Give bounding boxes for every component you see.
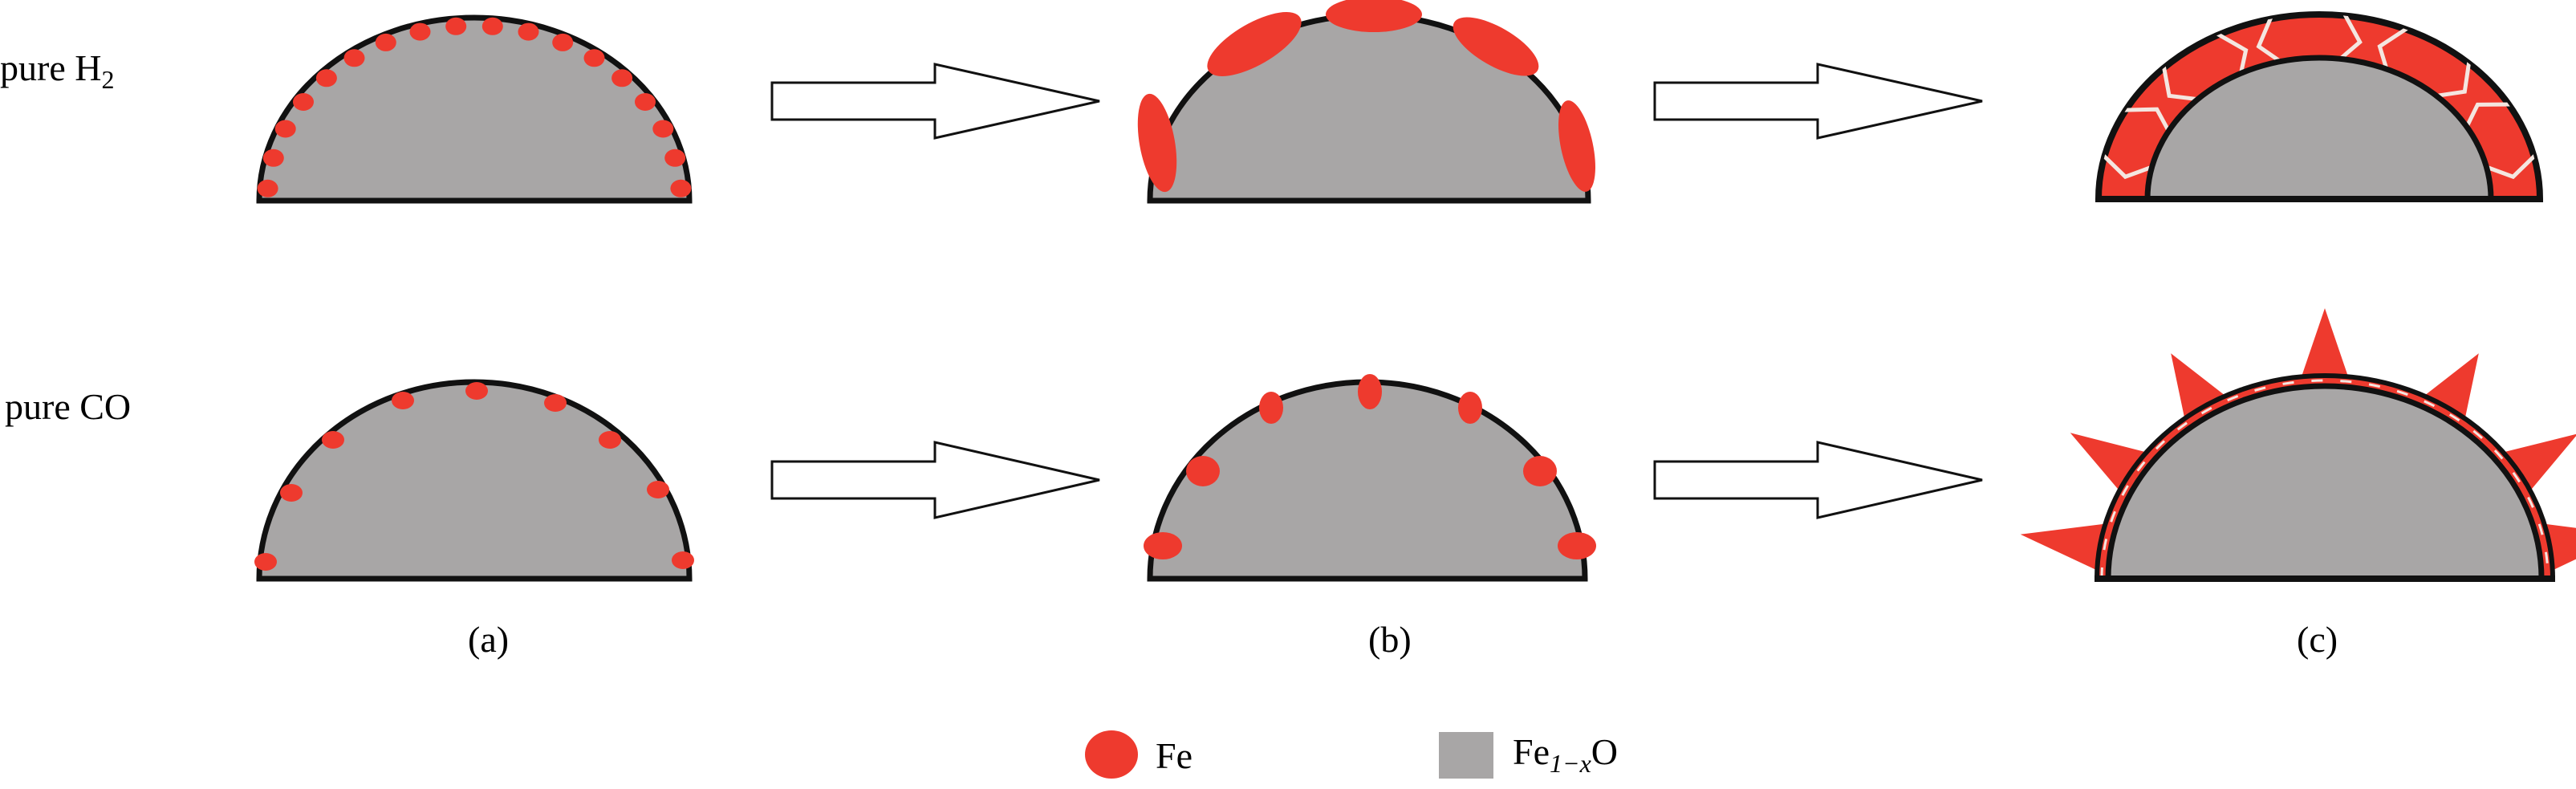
arrow-co-b-to-c <box>1653 441 1983 519</box>
panel-label-c: (c) <box>2297 619 2338 660</box>
fe-grain <box>1259 392 1283 424</box>
fe-nucleus <box>652 120 674 138</box>
fe-nucleus <box>552 33 574 51</box>
fe-whisker <box>2301 308 2349 379</box>
fe-nucleus <box>544 394 567 412</box>
fe-nucleus <box>322 431 344 449</box>
fe-nucleus <box>445 17 467 35</box>
fe-grain <box>1453 17 1539 76</box>
fe-grain <box>1458 392 1482 424</box>
fe-nucleus <box>465 382 488 400</box>
wustite-particle-h2-a <box>256 14 693 204</box>
arrow-h2-b-to-c <box>1653 63 1983 140</box>
arrow-co-a-to-b <box>770 441 1100 519</box>
crack <box>2432 58 2472 99</box>
row-label-pure-h2: pure H2 <box>0 47 115 95</box>
arrow-h2-a-to-b <box>770 63 1100 140</box>
fe-grain <box>1558 100 1595 192</box>
fe-nucleus <box>481 17 503 35</box>
legend-fe-swatch <box>1085 730 1138 779</box>
fe-grain <box>1558 532 1596 559</box>
crack <box>2481 152 2539 180</box>
fe-whiskers-co-c <box>2020 308 2576 571</box>
fe-grains-h2-b <box>1137 0 1595 193</box>
legend-fe-label: Fe <box>1156 735 1193 776</box>
fe-grain <box>1326 0 1422 32</box>
legend-feo-swatch <box>1439 732 1493 779</box>
fe-nucleus <box>672 551 694 569</box>
fe-nucleus <box>375 33 396 51</box>
fe-nucleus <box>274 120 296 138</box>
crack <box>2463 102 2514 132</box>
fe-nucleus <box>664 148 686 167</box>
fe-nucleus <box>518 22 539 41</box>
legend-feo-label: Fe1−xO <box>1513 731 1619 779</box>
fe-nucleus <box>392 392 414 409</box>
fe-nuclei-co-a <box>254 382 694 571</box>
crack <box>2099 152 2157 180</box>
fe-grain <box>1523 456 1557 486</box>
fe-nucleus <box>409 22 431 41</box>
cracks-h2-c <box>2099 14 2539 180</box>
crack <box>2212 30 2249 78</box>
fe-nucleus <box>315 69 337 87</box>
fe-nucleus <box>280 484 303 502</box>
fe-grain <box>1186 456 1220 486</box>
fe-nucleus <box>599 431 621 449</box>
crack <box>2161 62 2203 102</box>
fe-grain <box>1207 12 1302 76</box>
fe-nucleus <box>647 481 669 498</box>
fe-nuclei-h2-a <box>257 17 692 197</box>
crack <box>2335 14 2363 63</box>
crack <box>2377 24 2412 74</box>
fe-nucleus <box>254 553 277 571</box>
fe-nucleus <box>583 49 605 67</box>
fe-nucleus <box>343 49 365 67</box>
fe-whisker <box>2020 523 2107 571</box>
fe-grain <box>1144 532 1182 559</box>
fe-nucleus <box>611 69 633 87</box>
fe-grain <box>1137 93 1177 193</box>
fe-nucleus <box>670 179 692 197</box>
fe-nucleus <box>635 93 656 111</box>
wustite-particle-co-a <box>256 379 693 582</box>
wustite-core-h2-c <box>2144 55 2494 202</box>
crack <box>2120 107 2172 136</box>
crack <box>2256 14 2285 66</box>
fe-nucleus <box>293 93 314 111</box>
fe-nucleus <box>257 179 278 197</box>
fe-grains-co-b <box>1144 374 1596 559</box>
panel-label-a: (a) <box>468 619 510 660</box>
row-label-pure-co: pure CO <box>5 386 132 427</box>
fe-grain <box>1358 374 1382 409</box>
panel-label-b: (b) <box>1368 619 1412 660</box>
wustite-core-co-c <box>2105 383 2545 582</box>
fe-nucleus <box>262 148 284 167</box>
